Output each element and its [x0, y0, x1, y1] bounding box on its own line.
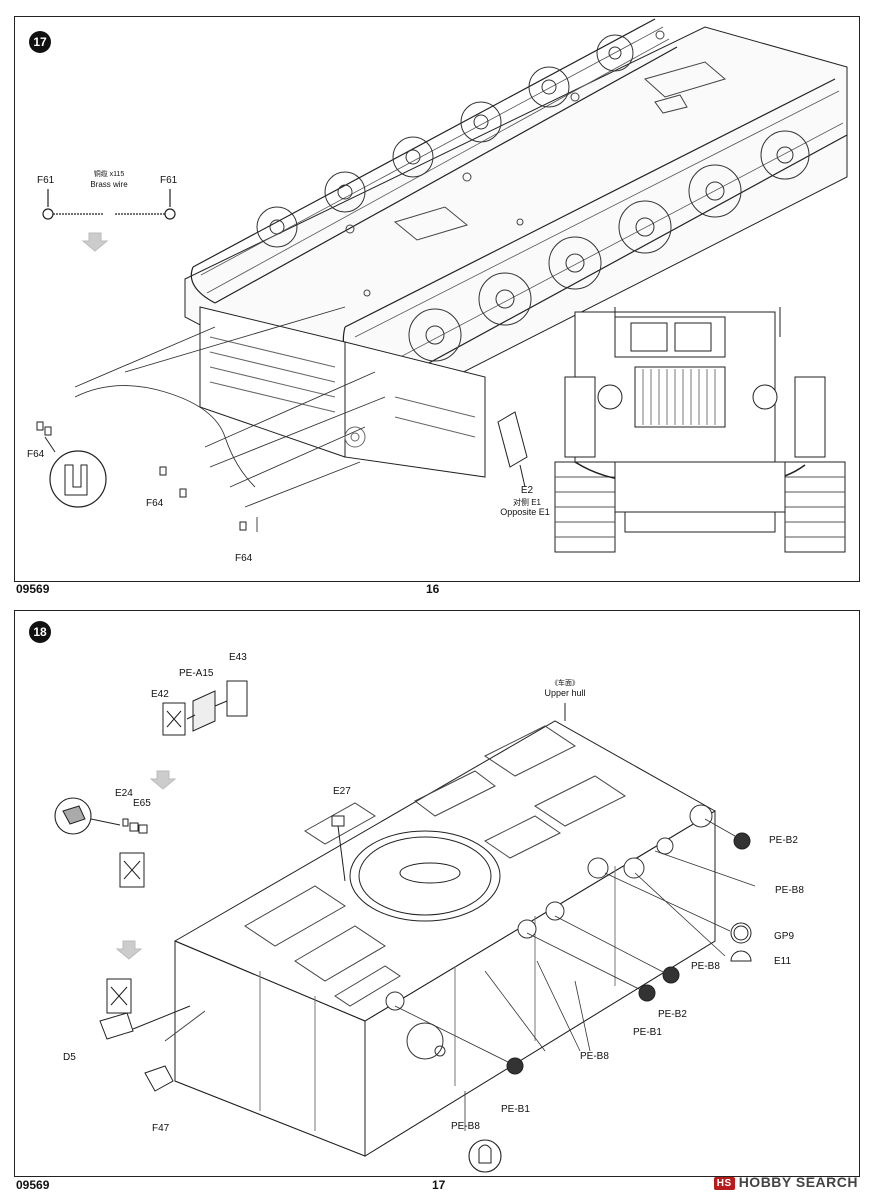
- part-label-pe-b8-bottom: PE-B8: [451, 1121, 480, 1132]
- part-label-f61-right: F61: [160, 175, 178, 186]
- part-label-e42: E42: [151, 689, 169, 700]
- wire-label-en: Brass wire: [90, 180, 128, 189]
- step-18-drawing: [54, 680, 756, 1173]
- part-label-e27: E27: [333, 786, 351, 797]
- part-label-d5: D5: [63, 1052, 76, 1063]
- part-label-e1-cn: 对侧 E1: [512, 498, 542, 507]
- part-label-pe-b1-bottom: PE-B1: [501, 1104, 530, 1115]
- page-number-16: 16: [426, 582, 440, 596]
- wire-label-cn: 铜缆 x115: [93, 171, 125, 178]
- part-label-f61-left: F61: [37, 175, 55, 186]
- page-number-17: 17: [432, 1178, 446, 1192]
- footer-code-left: 09569: [16, 582, 50, 596]
- watermark-text: HOBBY SEARCH: [738, 1174, 858, 1190]
- upper-hull-label-cn: 《车面》: [551, 680, 579, 687]
- upper-hull-label-en: Upper hull: [544, 688, 586, 698]
- part-label-pe-b8-right: PE-B8: [775, 885, 804, 896]
- part-label-e1-en: Opposite E1: [500, 507, 550, 517]
- part-label-f47: F47: [152, 1123, 170, 1134]
- step-17-drawing: [36, 18, 848, 553]
- step-number-badge: 17: [29, 31, 51, 53]
- part-label-pe-b8-mid: PE-B8: [691, 961, 720, 972]
- watermark-badge: HS: [713, 1176, 735, 1190]
- instruction-page-16: 17 F61 铜缆 x115 Brass wire F61 F64 F64 F6…: [14, 16, 860, 582]
- step-number-badge: 18: [29, 621, 51, 643]
- part-label-e43: E43: [229, 652, 247, 663]
- part-label-e11: E11: [774, 956, 792, 967]
- instruction-page-17: 18 E43 PE-A15 E42 E24 E65 E27 《车面》 Upper…: [14, 610, 860, 1177]
- part-label-f64-c: F64: [235, 553, 253, 564]
- part-label-f64-a: F64: [27, 449, 45, 460]
- part-label-gp9: GP9: [774, 931, 795, 942]
- part-label-pe-b2-top: PE-B2: [769, 835, 798, 846]
- footer-code-left: 09569: [16, 1178, 50, 1192]
- part-label-e2: E2: [520, 485, 534, 496]
- part-label-pe-b8-lower: PE-B8: [580, 1051, 609, 1062]
- part-label-pe-a15: PE-A15: [179, 668, 214, 679]
- part-label-pe-b1-mid: PE-B1: [633, 1027, 662, 1038]
- part-label-f64-b: F64: [146, 498, 164, 509]
- part-label-pe-b2-bottom: PE-B2: [658, 1009, 687, 1020]
- part-label-e24: E24: [115, 788, 133, 799]
- part-label-e65: E65: [133, 798, 151, 809]
